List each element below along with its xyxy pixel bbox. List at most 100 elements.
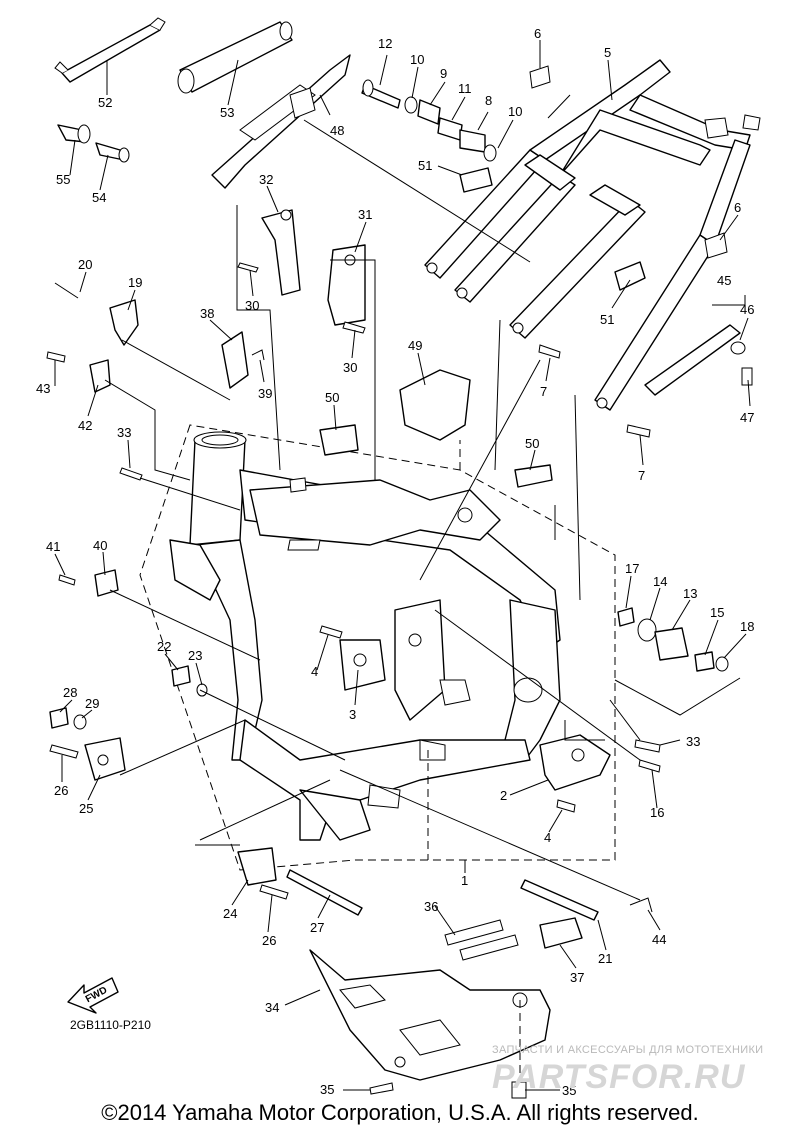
callout-50a: 50 bbox=[325, 390, 339, 405]
callout-26a: 26 bbox=[54, 783, 68, 798]
parts-24-26-27 bbox=[237, 847, 363, 916]
parts-22-23 bbox=[171, 665, 208, 697]
parts-41-40 bbox=[58, 569, 119, 597]
callout-49: 49 bbox=[408, 338, 422, 353]
callout-10a: 10 bbox=[410, 52, 424, 67]
callout-21: 21 bbox=[598, 951, 612, 966]
callout-41: 41 bbox=[46, 539, 60, 554]
callout-2: 2 bbox=[500, 788, 507, 803]
swingarm-pivot-parts bbox=[361, 79, 497, 162]
callout-30b: 30 bbox=[343, 360, 357, 375]
callout-44: 44 bbox=[652, 932, 666, 947]
engine-mount-parts bbox=[617, 607, 729, 672]
bolts-30 bbox=[237, 262, 366, 334]
main-frame bbox=[169, 431, 561, 841]
parts-21-44 bbox=[520, 879, 653, 921]
callout-5: 5 bbox=[604, 45, 611, 60]
bolts-33 bbox=[119, 467, 661, 753]
callout-4b: 4 bbox=[544, 830, 551, 845]
callout-6a: 6 bbox=[534, 26, 541, 41]
watermark-logo: PARTSFOR.RU bbox=[492, 1058, 746, 1096]
engine-bracket-2 bbox=[319, 625, 661, 813]
callout-7b: 7 bbox=[638, 468, 645, 483]
pads-36-37 bbox=[444, 917, 583, 961]
subframe bbox=[424, 59, 761, 411]
skid-plate bbox=[309, 949, 551, 1081]
callout-18: 18 bbox=[740, 619, 754, 634]
callout-43: 43 bbox=[36, 381, 50, 396]
parts-28-29-26-25 bbox=[49, 707, 126, 781]
callout-53: 53 bbox=[220, 105, 234, 120]
callout-1: 1 bbox=[461, 873, 468, 888]
guards-49-50 bbox=[319, 369, 553, 488]
callout-19: 19 bbox=[128, 275, 142, 290]
leader-lines bbox=[54, 40, 751, 1091]
fwd-arrow-icon: FWD bbox=[67, 977, 119, 1014]
callout-6b: 6 bbox=[734, 200, 741, 215]
callout-12: 12 bbox=[378, 36, 392, 51]
tool-wrench bbox=[54, 17, 166, 83]
callout-32: 32 bbox=[259, 172, 273, 187]
callout-42: 42 bbox=[78, 418, 92, 433]
callout-40: 40 bbox=[93, 538, 107, 553]
callout-51a: 51 bbox=[418, 158, 432, 173]
frame-group-outline bbox=[139, 424, 616, 871]
callout-15: 15 bbox=[710, 605, 724, 620]
callout-54: 54 bbox=[92, 190, 106, 205]
callout-numbers: 52 53 55 54 48 12 10 9 11 8 10 51 6 5 6 … bbox=[36, 26, 754, 1098]
copyright-notice: ©2014 Yamaha Motor Corporation, U.S.A. A… bbox=[101, 1100, 699, 1125]
callout-27: 27 bbox=[310, 920, 324, 935]
callout-38: 38 bbox=[200, 306, 214, 321]
tool-socket bbox=[177, 21, 293, 94]
diagram-code: 2GB1110-P210 bbox=[70, 1018, 151, 1032]
bolts-35 bbox=[369, 1081, 527, 1099]
callout-48: 48 bbox=[330, 123, 344, 138]
callout-35b: 35 bbox=[562, 1083, 576, 1098]
callout-37: 37 bbox=[570, 970, 584, 985]
callout-11: 11 bbox=[458, 81, 472, 96]
callout-22: 22 bbox=[157, 639, 171, 654]
bolts-7 bbox=[538, 344, 651, 438]
callout-17: 17 bbox=[625, 561, 639, 576]
clips-51 bbox=[459, 167, 646, 291]
callout-25: 25 bbox=[79, 801, 93, 816]
callout-33b: 33 bbox=[686, 734, 700, 749]
callout-8: 8 bbox=[485, 93, 492, 108]
callout-46: 46 bbox=[740, 302, 754, 317]
parts-38-39 bbox=[221, 331, 265, 389]
rear-stay-45 bbox=[644, 324, 753, 396]
callout-29: 29 bbox=[85, 696, 99, 711]
brackets-32-31 bbox=[261, 209, 366, 326]
callout-30a: 30 bbox=[245, 298, 259, 313]
callout-33a: 33 bbox=[117, 425, 131, 440]
callout-23: 23 bbox=[188, 648, 202, 663]
callout-9: 9 bbox=[440, 66, 447, 81]
callout-7a: 7 bbox=[540, 384, 547, 399]
parts-20-19 bbox=[54, 282, 139, 346]
callout-39: 39 bbox=[258, 386, 272, 401]
labels-6 bbox=[529, 65, 728, 259]
callout-31: 31 bbox=[358, 207, 372, 222]
callout-16: 16 bbox=[650, 805, 664, 820]
callout-14: 14 bbox=[653, 574, 667, 589]
callout-26b: 26 bbox=[262, 933, 276, 948]
callout-50b: 50 bbox=[525, 436, 539, 451]
callout-51b: 51 bbox=[600, 312, 614, 327]
callout-28: 28 bbox=[63, 685, 77, 700]
parts-43-42 bbox=[46, 351, 111, 393]
callout-36: 36 bbox=[424, 899, 438, 914]
callout-45: 45 bbox=[717, 273, 731, 288]
callout-55: 55 bbox=[56, 172, 70, 187]
callout-13: 13 bbox=[683, 586, 697, 601]
callout-3: 3 bbox=[349, 707, 356, 722]
callout-10b: 10 bbox=[508, 104, 522, 119]
callout-24: 24 bbox=[223, 906, 237, 921]
bolt-set-55-54 bbox=[57, 124, 130, 163]
callout-20: 20 bbox=[78, 257, 92, 272]
callout-47: 47 bbox=[740, 410, 754, 425]
callout-35a: 35 bbox=[320, 1082, 334, 1097]
callout-4a: 4 bbox=[311, 664, 318, 679]
watermark-subtitle: ЗАПЧАСТИ И АКСЕССУАРЫ ДЛЯ МОТОТЕХНИКИ bbox=[492, 1044, 764, 1056]
callout-52: 52 bbox=[98, 95, 112, 110]
